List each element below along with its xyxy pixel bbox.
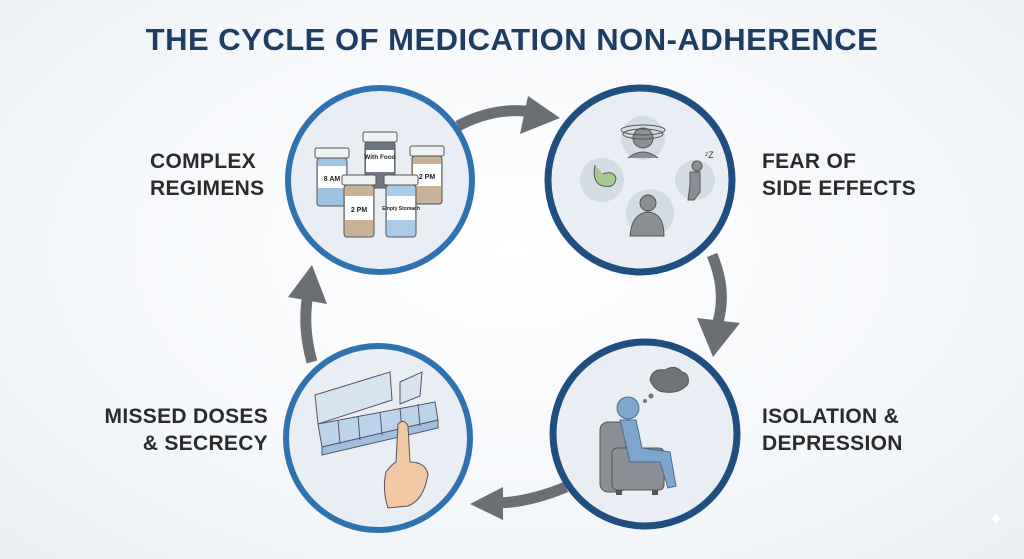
bottom-arrow-left: [470, 481, 569, 520]
label-line: FEAR OF: [762, 150, 857, 173]
label-isolation-depression: ISOLATION & DEPRESSION: [762, 403, 903, 457]
svg-text:ᶻZ: ᶻZ: [705, 150, 714, 160]
nausea-icon: [626, 189, 674, 237]
pill-organizer-icon: [314, 371, 439, 456]
circle-missed-doses-secrecy: [283, 343, 473, 533]
label-line: & SECRECY: [142, 432, 268, 455]
svg-text:Empty Stomach: Empty Stomach: [382, 206, 420, 212]
circle-complex-regimens: With Food 8 AM 2 PM 2 PM Empty Stomach: [285, 85, 475, 275]
pointing-hand-icon: [383, 420, 429, 509]
label-line: SIDE EFFECTS: [762, 177, 917, 200]
stomach-icon: [580, 158, 624, 202]
label-line: DEPRESSION: [762, 432, 903, 455]
label-line: REGIMENS: [150, 177, 265, 200]
dizziness-icon: [620, 116, 666, 160]
top-arrow-right: [455, 96, 560, 134]
right-arrow-down: [697, 252, 740, 357]
circle-fear-of-side-effects: ᶻZ: [544, 84, 736, 276]
svg-text:2 PM: 2 PM: [351, 207, 368, 214]
label-complex-regimens: COMPLEX REGIMENS: [150, 148, 264, 202]
svg-text:2 PM: 2 PM: [419, 174, 436, 181]
label-fear-of-side-effects: FEAR OF SIDE EFFECTS: [762, 148, 916, 202]
svg-text:With Food: With Food: [364, 154, 396, 161]
pill-bottles-icon: With Food 8 AM 2 PM 2 PM Empty Stomach: [314, 131, 445, 238]
person-in-armchair-icon: [599, 366, 689, 495]
circle-isolation-depression: [549, 338, 741, 530]
left-arrow-up: [288, 265, 327, 364]
fatigue-icon: ᶻZ: [675, 150, 715, 201]
label-line: MISSED DOSES: [104, 405, 268, 428]
svg-text:8 AM: 8 AM: [324, 176, 341, 183]
label-line: ISOLATION &: [762, 405, 900, 428]
label-line: COMPLEX: [150, 150, 256, 173]
sparkle-icon: ✦: [988, 509, 1005, 531]
label-missed-doses-secrecy: MISSED DOSES & SECRECY: [105, 403, 268, 457]
diagram-title: THE CYCLE OF MEDICATION NON-ADHERENCE: [145, 22, 879, 57]
